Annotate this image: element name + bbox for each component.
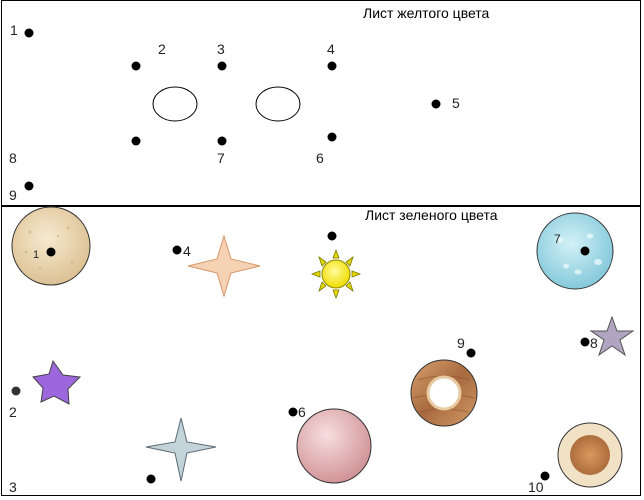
svg-text:8: 8 (9, 150, 17, 166)
sand-disk (11, 206, 91, 286)
svg-text:1: 1 (33, 249, 39, 261)
gray-star-shape (589, 315, 635, 357)
yellow-point-2: 2 (131, 41, 166, 71)
svg-text:9: 9 (9, 187, 17, 203)
svg-text:4: 4 (327, 41, 335, 57)
right-eye-oval (255, 86, 301, 122)
yellow-point-8: 8 (9, 136, 141, 166)
svg-text:2: 2 (9, 404, 17, 420)
svg-text:6: 6 (298, 404, 306, 420)
yellow-point-1: 1 (10, 22, 34, 38)
green-point-1: 1 (33, 247, 56, 261)
svg-text:8: 8 (590, 335, 598, 351)
green-point-4: 4 (172, 243, 191, 259)
green-point-sun (327, 231, 337, 241)
green-point-10: 10 (528, 471, 550, 495)
green-point-3: 3 (9, 474, 156, 495)
yellow-sheet-title: Лист желтого цвета (363, 5, 490, 21)
green-point-7: 7 (554, 232, 590, 256)
svg-text:4: 4 (183, 243, 191, 259)
green-point-9: 9 (457, 335, 476, 358)
yellow-point-3: 3 (217, 41, 227, 71)
pink-disk (296, 408, 372, 484)
silver-star-shape (145, 417, 217, 482)
svg-text:7: 7 (554, 232, 561, 246)
green-point-6: 6 (288, 404, 306, 420)
svg-text:3: 3 (9, 479, 17, 495)
purple-star-shape (32, 359, 82, 405)
yellow-point-6: 6 (316, 132, 337, 166)
yellow-point-7: 7 (217, 136, 227, 166)
green-point-8: 8 (580, 335, 598, 351)
wood-ring-shape (410, 359, 478, 427)
svg-text:7: 7 (217, 150, 225, 166)
svg-text:2: 2 (158, 41, 166, 57)
svg-text:5: 5 (452, 95, 460, 111)
left-eye-oval (152, 86, 198, 122)
peach-star-shape (187, 234, 261, 298)
sun-shape (310, 248, 362, 300)
water-disk (536, 212, 614, 290)
svg-text:10: 10 (528, 479, 544, 495)
svg-text:6: 6 (316, 150, 324, 166)
svg-text:9: 9 (457, 335, 465, 351)
cork-disk-shape (557, 422, 623, 488)
yellow-point-9: 9 (9, 181, 34, 203)
yellow-point-4: 4 (327, 41, 337, 71)
yellow-point-5: 5 (431, 95, 460, 111)
green-point-2: 2 (9, 386, 21, 420)
svg-text:1: 1 (10, 22, 18, 38)
svg-text:3: 3 (217, 41, 225, 57)
yellow-sheet: Лист желтого цвета (1, 0, 641, 206)
green-sheet-title: Лист зеленого цвета (365, 207, 498, 223)
